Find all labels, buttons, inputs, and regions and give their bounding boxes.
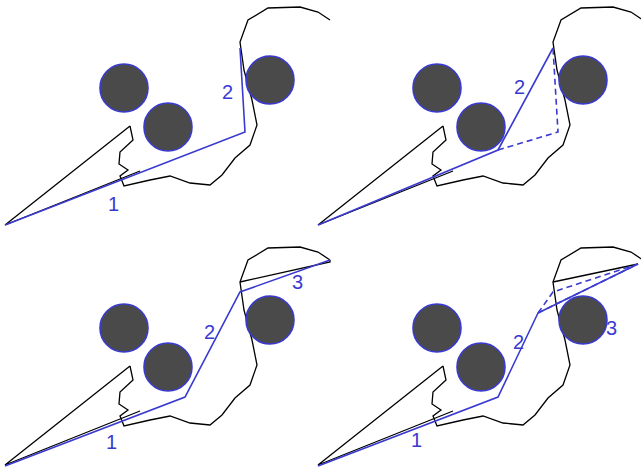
scene (5, 247, 330, 465)
scene (318, 247, 641, 465)
segment-number: 1 (411, 430, 422, 450)
segment-number: 2 (513, 332, 524, 352)
segment-number: 2 (204, 322, 215, 342)
segment-number: 1 (106, 432, 117, 452)
segment-number: 3 (292, 272, 303, 292)
old-path (538, 264, 638, 313)
path (318, 48, 553, 225)
path (5, 260, 330, 466)
old-path (498, 48, 558, 150)
free-space-outline (553, 264, 638, 282)
path (538, 264, 638, 313)
path (5, 48, 245, 225)
segment-number: 1 (108, 194, 119, 214)
segment-number: 2 (222, 82, 233, 102)
scene (5, 7, 330, 225)
scene (318, 7, 641, 225)
old-path (538, 264, 638, 313)
free-space-outline (240, 260, 330, 282)
segment-number: 3 (606, 318, 617, 338)
path (318, 313, 538, 466)
segment-number: 2 (514, 77, 525, 97)
